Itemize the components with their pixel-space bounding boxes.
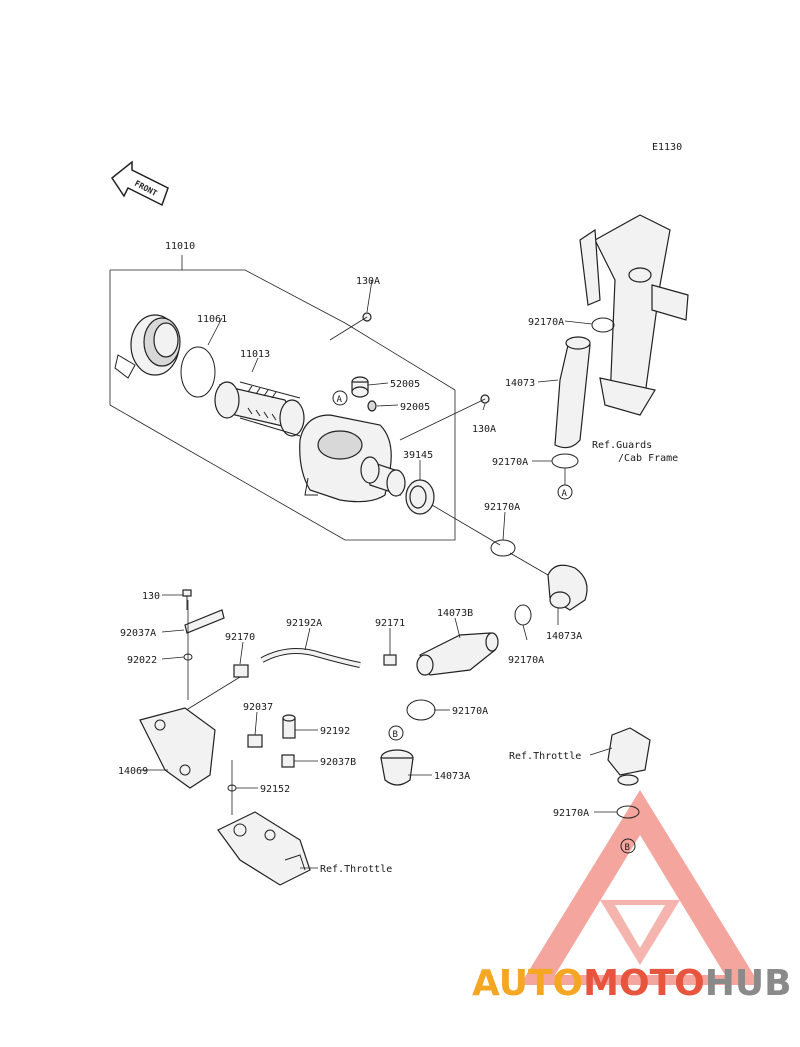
callout-92170A-f: 92170A <box>553 808 589 819</box>
callout-11010: 11010 <box>165 241 195 252</box>
throttle-body-bottom <box>217 811 311 886</box>
clamp-92170A-lower-right <box>514 604 532 626</box>
watermark-hub: HUB <box>705 963 792 1004</box>
clamp-92170A-b <box>406 699 436 721</box>
ref-throttle-right: Ref.Throttle <box>509 751 581 762</box>
cap-52005 <box>351 376 369 398</box>
boot-14073A-lower <box>380 749 414 786</box>
marker-b-left: B <box>388 725 404 741</box>
marker-a-top-label: A <box>337 395 343 405</box>
clamp-92170A-top <box>591 317 615 333</box>
callout-92170: 92170 <box>225 632 255 643</box>
callout-14073: 14073 <box>505 378 535 389</box>
callout-92192: 92192 <box>320 726 350 737</box>
callout-11013: 11013 <box>240 349 270 360</box>
ref-cab-frame: /Cab Frame <box>618 453 678 464</box>
filter-element-11013 <box>214 381 305 437</box>
callout-92192A: 92192A <box>286 618 322 629</box>
callout-14073A-low: 14073A <box>434 771 470 782</box>
ref-labels: Ref.Guards /Cab Frame Ref.Throttle Ref.T… <box>320 440 678 875</box>
clamp-92170A-mid <box>551 453 579 469</box>
callout-39145: 39145 <box>403 450 433 461</box>
callout-52005: 52005 <box>390 379 420 390</box>
leader-lines <box>140 279 617 869</box>
front-arrow-icon: FRONT <box>110 160 169 207</box>
callout-92170A-a: 92170A <box>528 317 564 328</box>
marker-a-bottom-label: A <box>562 489 568 499</box>
callout-130A-right: 130A <box>472 424 496 435</box>
clip-92005 <box>367 400 377 412</box>
elbow-14073A-right <box>547 564 588 611</box>
callout-92170A-b: 92170A <box>492 457 528 468</box>
marker-a-top: A <box>332 390 348 406</box>
marker-b-right: B <box>620 838 636 854</box>
marker-a-bottom: A <box>557 484 573 500</box>
callout-92170A-e: 92170A <box>452 706 488 717</box>
clip-92170 <box>233 664 249 678</box>
callout-labels: 11010 130A 11061 11013 52005 92005 130A … <box>118 241 589 819</box>
assembly-bracket-11010 <box>109 255 456 541</box>
watermark-logo <box>520 790 760 985</box>
callout-92037: 92037 <box>243 702 273 713</box>
tube-14073B <box>416 632 499 676</box>
seal-39145 <box>405 479 435 515</box>
duct-14073 <box>554 336 591 449</box>
callout-14073A-right: 14073A <box>546 631 582 642</box>
callout-92152: 92152 <box>260 784 290 795</box>
ref-guards: Ref.Guards <box>592 440 652 451</box>
callout-14073B: 14073B <box>437 608 473 619</box>
air-cleaner-cover <box>114 314 181 379</box>
callout-92022: 92022 <box>127 655 157 666</box>
clip-92171 <box>383 654 397 666</box>
callout-14069: 14069 <box>118 766 148 777</box>
guard-cab-frame <box>579 214 689 416</box>
bracket-14069 <box>139 707 216 789</box>
fitting-92192 <box>282 714 296 739</box>
ref-throttle-bottom: Ref.Throttle <box>320 864 392 875</box>
callout-92170A-c: 92170A <box>484 502 520 513</box>
hose-92192A <box>260 648 361 668</box>
diagram-code: E1130 <box>652 142 682 153</box>
callout-92171: 92171 <box>375 618 405 629</box>
watermark-auto: AUTO <box>472 963 583 1004</box>
callout-92037B: 92037B <box>320 757 356 768</box>
air-cleaner-housing <box>299 414 406 503</box>
strap-92037A <box>184 609 225 634</box>
callout-92005: 92005 <box>400 402 430 413</box>
marker-b-left-label: B <box>393 730 398 740</box>
callout-92170A-d: 92170A <box>508 655 544 666</box>
clip-92037B <box>281 754 295 768</box>
callout-11061: 11061 <box>197 314 227 325</box>
marker-b-right-label: B <box>625 843 630 853</box>
callout-92037A: 92037A <box>120 628 156 639</box>
o-ring-11061 <box>180 346 216 398</box>
watermark-text: AUTOMOTOHUB <box>472 963 792 1004</box>
bolt-130 <box>182 589 192 610</box>
watermark-moto: MOTO <box>583 963 705 1004</box>
callout-130A-top: 130A <box>356 276 380 287</box>
callout-130: 130 <box>142 591 160 602</box>
throttle-body-right <box>607 727 651 786</box>
clip-92037 <box>247 734 263 748</box>
